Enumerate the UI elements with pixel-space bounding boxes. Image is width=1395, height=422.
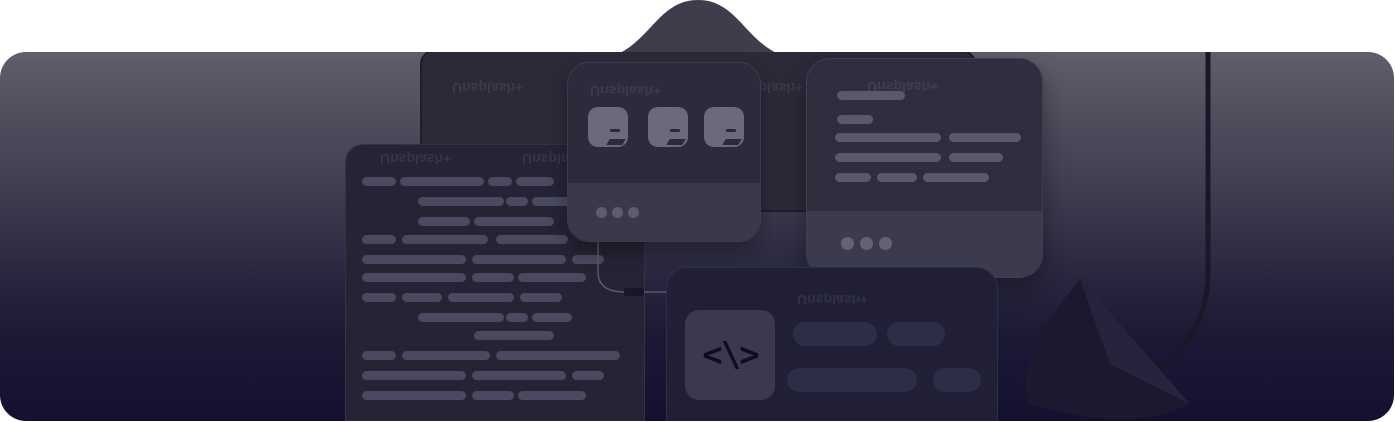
code-card: Unsplash+ <\> (666, 267, 998, 421)
code-icon: <\> (685, 310, 775, 400)
hero-banner: Unsplash+ Unsplash+ Unsplash+ Unsplash+ (0, 52, 1394, 421)
watermark: Unsplash+ (797, 292, 869, 308)
document-tile-icon (588, 107, 628, 147)
document-tile-icon (648, 107, 688, 147)
tiles-card: Unsplash+ (567, 62, 761, 242)
card-footer (807, 211, 1042, 277)
lamp-shade (1025, 279, 1190, 419)
watermark: Unsplash+ (590, 83, 662, 99)
lamp-cord (1158, 52, 1211, 372)
dots-icon (596, 207, 607, 218)
connector-cable (597, 232, 700, 296)
document-tile-icon (704, 107, 744, 147)
watermark: Unsplash+ (380, 151, 452, 167)
settings-card: Unsplash+ (806, 58, 1043, 278)
dots-icon (841, 237, 854, 250)
card-footer (568, 183, 760, 241)
banner-notch (600, 0, 796, 60)
text-document-card: Unsplash+ Unsplash+ (345, 144, 645, 421)
notch-stripes (1268, 6, 1328, 40)
watermark: Unsplash+ (452, 80, 524, 96)
